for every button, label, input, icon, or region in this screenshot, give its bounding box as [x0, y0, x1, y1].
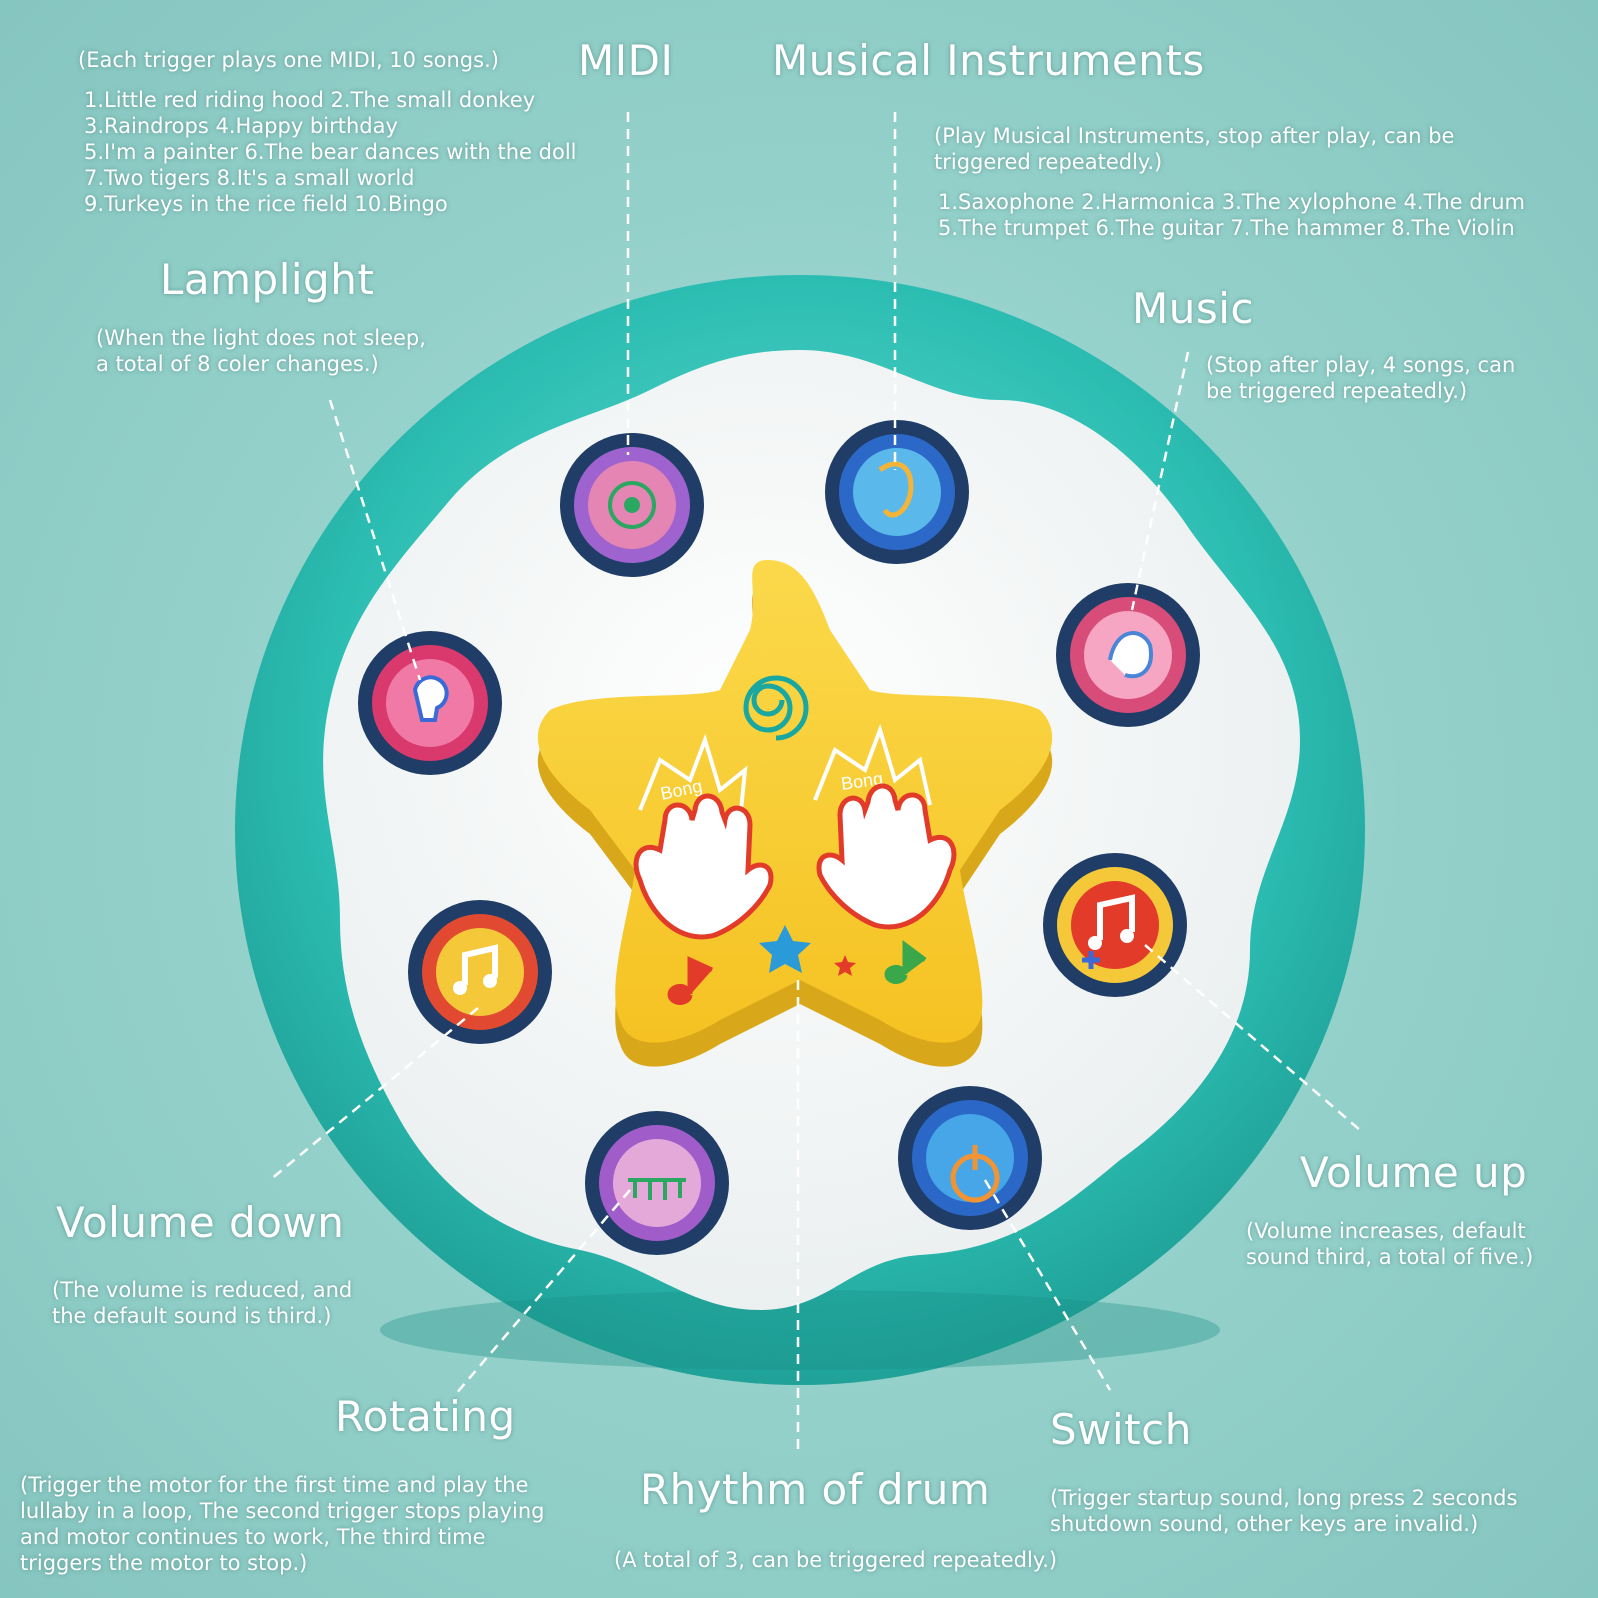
leader-volume-down	[269, 1007, 479, 1181]
instruments-note: (Play Musical Instruments, stop after pl…	[934, 124, 1455, 174]
button-midi	[560, 433, 704, 577]
switch-title: Switch	[1050, 1405, 1192, 1454]
button-switch	[898, 1086, 1042, 1230]
note-red-icon	[667, 956, 714, 1005]
note-green-icon	[884, 940, 927, 984]
button-volume-down	[408, 900, 552, 1044]
leader-rotating	[454, 1189, 631, 1396]
star-small-icon	[759, 925, 811, 973]
music-title: Music	[1132, 284, 1254, 333]
rotating-note: (Trigger the motor for the first time an…	[20, 1473, 545, 1575]
music-note: (Stop after play, 4 songs, can be trigge…	[1206, 353, 1516, 403]
midi-song-list: 1.Little red riding hood 2.The small don…	[84, 88, 577, 216]
lamplight-title: Lamplight	[160, 255, 375, 304]
volume-up-title: Volume up	[1300, 1148, 1528, 1197]
instruments-title: Musical Instruments	[772, 36, 1205, 85]
leader-lamplight	[328, 399, 422, 681]
star-tiny-icon	[834, 955, 856, 976]
rhythm-title: Rhythm of drum	[640, 1465, 991, 1514]
left-hand-icon	[633, 793, 774, 940]
midi-note: (Each trigger plays one MIDI, 10 songs.)	[78, 48, 499, 72]
button-rotating	[585, 1111, 729, 1255]
button-volume-up	[1043, 853, 1187, 997]
leader-volume-up	[1144, 944, 1361, 1131]
button-instruments	[825, 420, 969, 564]
button-lamplight	[358, 631, 502, 775]
instruments-list: 1.Saxophone 2.Harmonica 3.The xylophone …	[938, 190, 1525, 240]
volume-down-note: (The volume is reduced, and the default …	[52, 1278, 353, 1328]
button-music	[1056, 583, 1200, 727]
lamplight-note: (When the light does not sleep, a total …	[96, 326, 426, 376]
rhythm-note: (A total of 3, can be triggered repeated…	[614, 1548, 1058, 1572]
right-hand-icon	[816, 783, 957, 930]
switch-note: (Trigger startup sound, long press 2 sec…	[1050, 1486, 1518, 1536]
rotating-title: Rotating	[335, 1392, 516, 1441]
volume-up-note: (Volume increases, default sound third, …	[1246, 1219, 1534, 1269]
volume-down-title: Volume down	[56, 1198, 345, 1247]
star-drum-pad: Bong Bong	[537, 560, 1053, 1067]
leader-switch	[983, 1179, 1112, 1391]
midi-title: MIDI	[578, 36, 674, 85]
